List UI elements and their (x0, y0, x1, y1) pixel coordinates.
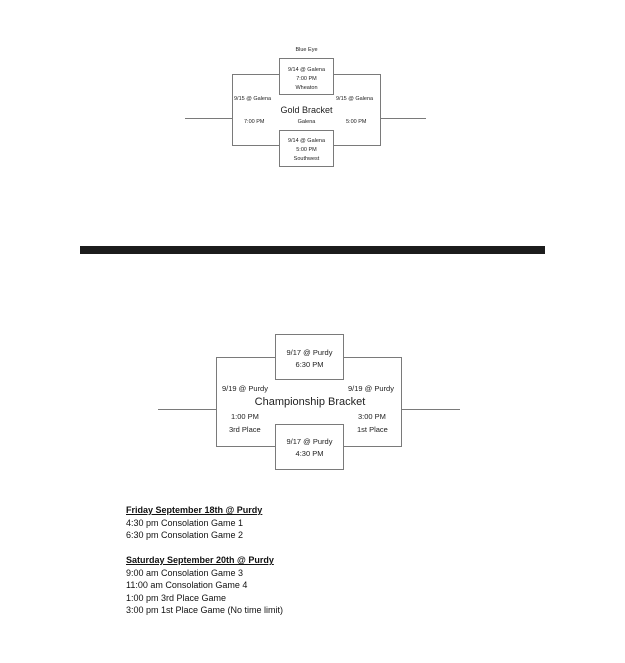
gold-top-game-team: Wheaton (295, 85, 318, 91)
gold-top-game-date: 9/14 @ Galena (287, 67, 326, 73)
champ-right-game-time: 3:00 PM (358, 412, 386, 421)
saturday-item: 1:00 pm 3rd Place Game (126, 592, 227, 603)
saturday-item: 9:00 am Consolation Game 3 (126, 567, 244, 578)
champ-right-game-place: 1st Place (357, 425, 388, 434)
champ-right-bracket (343, 357, 402, 447)
champ-bottom-game-date: 9/17 @ Purdy (286, 437, 333, 446)
gold-bottom-game-box (279, 130, 334, 167)
champ-left-game-date: 9/19 @ Purdy (222, 384, 268, 393)
gold-right-bracket (333, 74, 381, 146)
gold-left-outer-line (185, 118, 233, 119)
gold-bottom-game-time: 5:00 PM (296, 147, 317, 153)
champ-bottom-game-box (275, 424, 344, 470)
champ-right-game-date: 9/19 @ Purdy (348, 384, 394, 393)
friday-schedule: Friday September 18th @ Purdy 4:30 pm Co… (126, 504, 262, 542)
gold-bottom-game-date: 9/14 @ Galena (287, 138, 326, 144)
friday-item: 4:30 pm Consolation Game 1 (126, 517, 244, 528)
gold-left-game-time: 7:00 PM (244, 119, 265, 125)
saturday-heading: Saturday September 20th @ Purdy (126, 555, 274, 565)
gold-right-outer-line (380, 118, 426, 119)
champ-left-game-place: 3rd Place (229, 425, 261, 434)
champ-top-game-time: 6:30 PM (295, 360, 324, 369)
friday-item: 6:30 pm Consolation Game 2 (126, 530, 244, 540)
champ-bottom-game-time: 4:30 PM (295, 449, 324, 458)
championship-bracket-title: Championship Bracket (254, 396, 366, 408)
gold-top-seed: Blue Eye (295, 47, 318, 53)
gold-left-bracket (232, 74, 280, 146)
gold-center-team: Galena (297, 119, 316, 125)
champ-top-game-box (275, 334, 344, 380)
champ-left-game-time: 1:00 PM (231, 412, 259, 421)
section-divider (80, 246, 545, 254)
gold-top-game-box (279, 58, 334, 95)
gold-right-game-time: 5:00 PM (346, 119, 367, 125)
gold-bracket-title: Gold Bracket (280, 105, 333, 115)
champ-left-outer-line (158, 409, 217, 410)
gold-right-game-date: 9/15 @ Galena (336, 96, 374, 102)
gold-bottom-game-team: Southwest (293, 156, 320, 162)
champ-right-outer-line (401, 409, 460, 410)
friday-heading: Friday September 18th @ Purdy (126, 505, 263, 515)
saturday-item: 3:00 pm 1st Place Game (No time limit) (126, 605, 284, 615)
gold-top-game-time: 7:00 PM (296, 76, 317, 82)
gold-left-game-date: 9/15 @ Galena (234, 96, 272, 102)
champ-left-bracket (216, 357, 276, 447)
saturday-schedule: Saturday September 20th @ Purdy 9:00 am … (126, 554, 283, 617)
champ-top-game-date: 9/17 @ Purdy (286, 348, 333, 357)
saturday-item: 11:00 am Consolation Game 4 (126, 580, 248, 590)
